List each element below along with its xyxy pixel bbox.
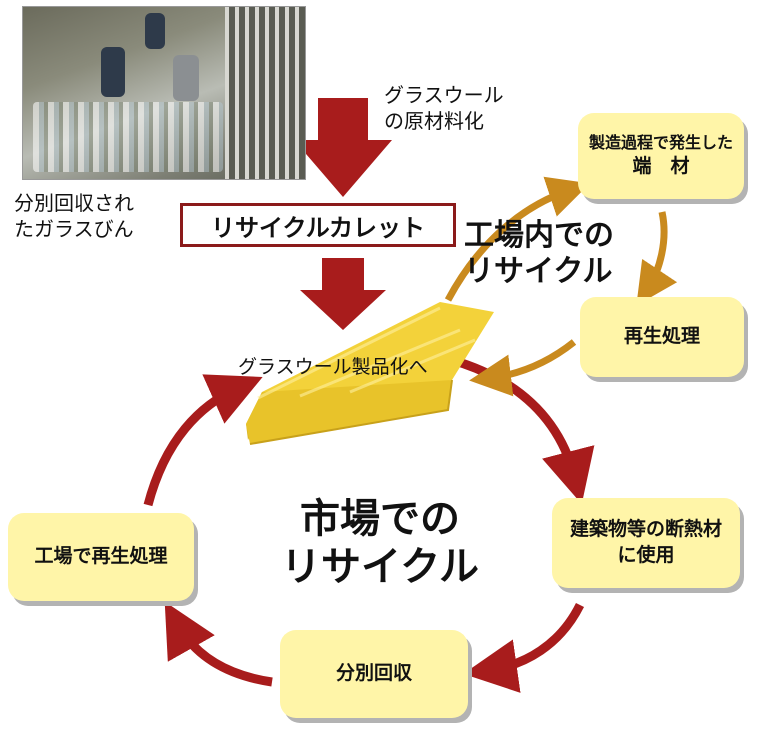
photo-caption-line-2: たガラスびん (14, 217, 134, 241)
recycle-cullet-box: リサイクルカレット (180, 203, 456, 247)
box-scrap-line-1: 製造過程で発生した (588, 133, 733, 153)
down-arrow-2 (300, 258, 386, 330)
arrow-scrap-to-regen (636, 211, 678, 306)
raw-material-line-2: の原材料化 (384, 109, 484, 133)
down-arrow-1 (294, 98, 392, 197)
box-building-insulation-use: 建築物等の断熱材 に使用 (552, 498, 740, 588)
arrow-plant-to-product (143, 374, 263, 507)
photo-caption: 分別回収され たガラスびん (14, 190, 134, 242)
box-factory-regeneration: 再生処理 (580, 297, 744, 377)
recycled-glass-bottles-photo (22, 6, 306, 180)
arrow-building-to-collection (463, 602, 585, 693)
market-cycle-title-line-2: リサイクル (281, 544, 479, 590)
raw-material-label: グラスウール の原材料化 (384, 82, 504, 134)
product-label: グラスウール製品化へ (238, 356, 428, 378)
box-plant-regeneration: 工場で再生処理 (8, 513, 194, 601)
arrow-product-to-building (450, 355, 595, 505)
box-building-line-2: に使用 (617, 544, 675, 566)
factory-cycle-title: 工場内での リサイクル (464, 218, 614, 290)
box-manufacturing-scrap: 製造過程で発生した 端 材 (578, 113, 744, 199)
arrow-regen-to-product (469, 339, 577, 397)
box-building-line-1: 建築物等の断熱材 (569, 518, 722, 541)
arrow-product-to-scrap (444, 176, 590, 302)
raw-material-line-1: グラスウール (384, 83, 504, 107)
market-cycle-title: 市場での リサイクル (265, 495, 495, 591)
factory-cycle-title-line-1: 工場内での (464, 218, 614, 253)
glass-wool-product-image (246, 302, 494, 445)
market-cycle-title-line-1: 市場での (300, 496, 460, 542)
arrow-collection-to-plant (164, 601, 273, 687)
photo-caption-line-1: 分別回収され (14, 191, 134, 215)
box-scrap-line-2: 端 材 (632, 154, 690, 177)
box-sorted-collection: 分別回収 (280, 630, 468, 718)
factory-cycle-title-line-2: リサイクル (464, 254, 613, 289)
